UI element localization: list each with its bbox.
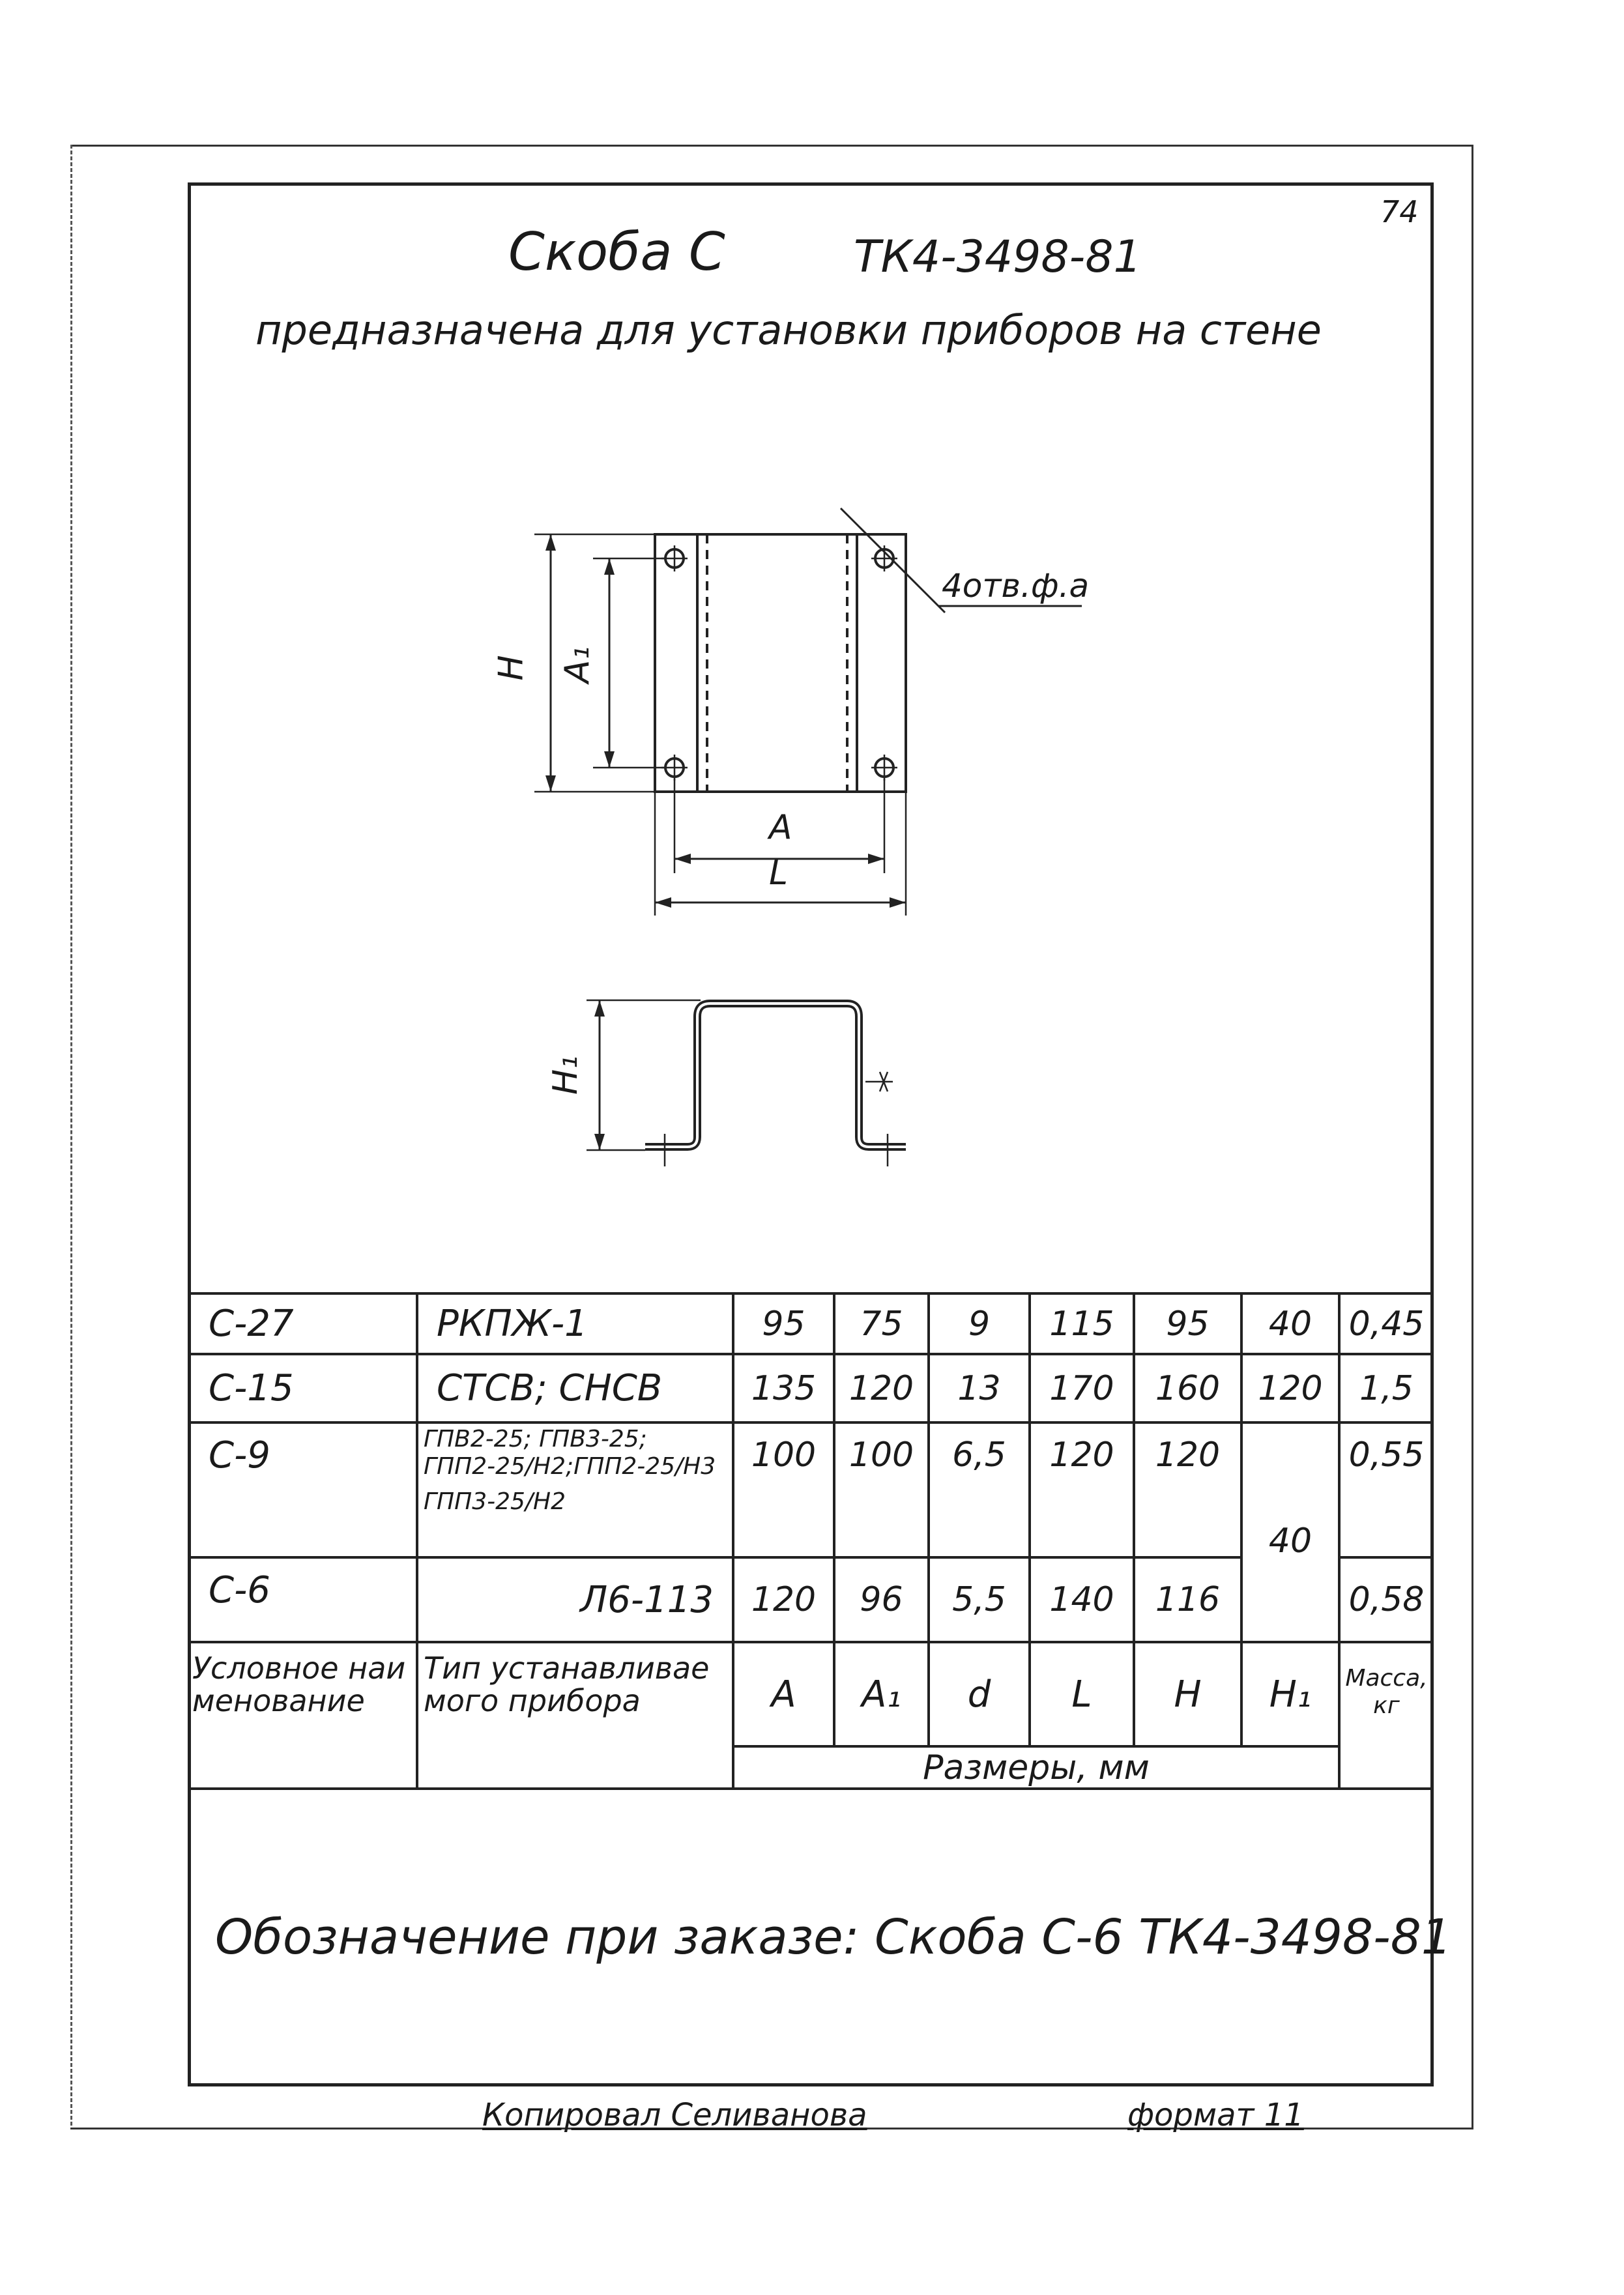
hole-note: 4отв.ф.а (942, 567, 1090, 605)
header-H: Н (1174, 1673, 1202, 1716)
table-row-3-name: С-9 (209, 1434, 270, 1477)
table-row-4-H: 116 (1155, 1580, 1221, 1619)
label-A: А (769, 808, 792, 847)
table-row-4-mass: 0,58 (1348, 1580, 1425, 1619)
subtitle: предназначена для установки приборов на … (255, 306, 1322, 354)
header-dims-caption: Размеры, мм (923, 1748, 1150, 1787)
table-row-2-L: 170 (1049, 1368, 1114, 1408)
header-d: d (967, 1673, 991, 1716)
table-row-1-device: РКПЖ-1 (437, 1303, 588, 1345)
table-row-3-device: ГПВ2-25; ГПВ3-25; ГПП2-25/Н2;ГПП2-25/Н3 … (417, 1426, 733, 1556)
page-number: 74 (1380, 194, 1419, 229)
table-row-2-H1: 120 (1258, 1368, 1323, 1408)
table-row-4-L: 140 (1049, 1580, 1114, 1619)
table-row-1-name: С-27 (209, 1303, 294, 1345)
sheet-border (70, 145, 1473, 2129)
table-row-3-A: 100 (751, 1436, 817, 1475)
table-row-4-A1: 96 (860, 1580, 903, 1619)
bracket-plan-outline (654, 533, 907, 793)
label-L: L (769, 854, 788, 893)
hole-leader (839, 507, 946, 614)
device-line-2: ГПП2-25/Н2;ГПП2-25/Н3 (424, 1453, 716, 1480)
table-row-2-device: СТСВ; СНСВ (437, 1367, 663, 1409)
header-mass: Масса, кг (1345, 1665, 1428, 1719)
header-A: А (771, 1673, 796, 1716)
table-row-3-L: 120 (1049, 1436, 1114, 1475)
table-row-1-L: 115 (1049, 1304, 1114, 1344)
table-row-2-A: 135 (751, 1368, 817, 1408)
table-row-1-H1: 40 (1268, 1304, 1312, 1344)
drawing-frame (188, 182, 1434, 2086)
title-code: ТК4-3498-81 (854, 231, 1142, 283)
page-title: Скоба С (508, 222, 725, 282)
table-row-2-A1: 120 (848, 1368, 914, 1408)
header-A1: А₁ (862, 1673, 901, 1716)
header-name: Условное наименование (192, 1651, 406, 1718)
header-L: L (1071, 1673, 1092, 1716)
device-line-1: ГПВ2-25; ГПВ3-25; (424, 1426, 647, 1452)
table-row-3-mass: 0,55 (1348, 1436, 1425, 1475)
bracket-drawing (534, 507, 1082, 1166)
table-row-2-d: 13 (957, 1368, 1001, 1408)
table-row-4-d: 5,5 (952, 1580, 1006, 1619)
table-row-1-mass: 0,45 (1348, 1304, 1425, 1344)
sheet-border-left (70, 145, 72, 2126)
table-row-3-d: 6,5 (952, 1436, 1006, 1475)
footer-copied: Копировал Селиванова (482, 2097, 867, 2133)
order-note: Обозначение при заказе: Скоба С-6 ТК4-34… (215, 1909, 1452, 1965)
table-row-3-A1: 100 (848, 1436, 914, 1475)
spec-table-grid (189, 1292, 1434, 1790)
device-line-3: ГПП3-25/Н2 (424, 1488, 566, 1515)
header-H1: Н₁ (1269, 1673, 1312, 1716)
table-row-1-d: 9 (968, 1304, 991, 1344)
table-row-3-H1: 40 (1268, 1522, 1312, 1561)
table-row-4-device: Л6-113 (580, 1578, 714, 1621)
table-row-2-H: 160 (1155, 1368, 1221, 1408)
title-name: Скоба С (508, 222, 725, 282)
footer-format: формат 11 (1127, 2097, 1304, 2133)
table-row-1-A1: 75 (860, 1304, 903, 1344)
table-row-1-H: 95 (1166, 1304, 1210, 1344)
header-device: Тип устанавливаемого прибора (424, 1651, 710, 1718)
table-row-1-A: 95 (762, 1304, 805, 1344)
table-row-2-mass: 1,5 (1359, 1368, 1414, 1408)
table-row-3-H: 120 (1155, 1436, 1221, 1475)
table-row-4-name: С-6 (209, 1568, 270, 1611)
table-row-2-name: С-15 (209, 1367, 294, 1409)
table-row-4-A: 120 (751, 1580, 817, 1619)
